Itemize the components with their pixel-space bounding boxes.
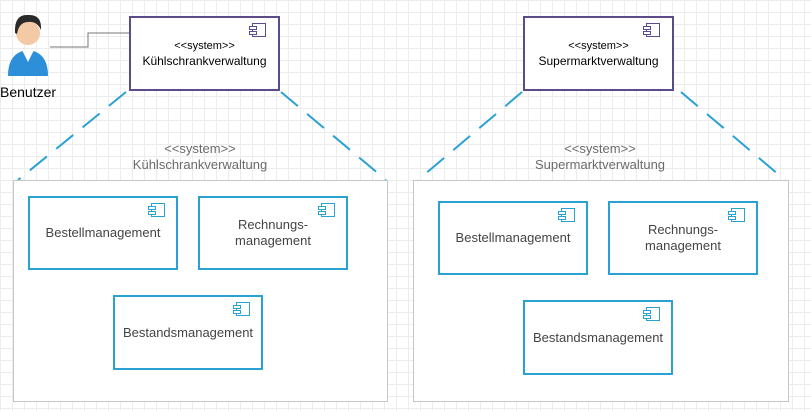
- system-stereotype: <<system>>: [174, 39, 235, 52]
- system-box-kuehlschrank[interactable]: <<system>> Kühlschrankverwaltung: [129, 16, 280, 91]
- component-bestellmanagement[interactable]: Bestellmanagement: [28, 196, 178, 270]
- component-icon: [728, 208, 748, 224]
- user-actor-icon: [8, 14, 48, 76]
- component-bestandsmanagement[interactable]: Bestandsmanagement: [523, 300, 673, 375]
- system-container-kuehlschrank[interactable]: Bestellmanagement Rechnungs- management …: [13, 180, 388, 402]
- component-rechnungsmanagement[interactable]: Rechnungs- management: [198, 196, 348, 270]
- component-icon: [318, 203, 338, 219]
- container-title-kuehlschrank: <<system>> Kühlschrankverwaltung: [90, 141, 310, 173]
- component-label: Rechnungs- management: [235, 217, 311, 248]
- system-name: Supermarktverwaltung: [538, 53, 659, 68]
- container-stereotype: <<system>>: [164, 141, 236, 156]
- system-name: Kühlschrankverwaltung: [142, 53, 267, 68]
- component-icon: [233, 302, 253, 318]
- component-label: Bestandsmanagement: [122, 324, 254, 340]
- actor-label: Benutzer: [0, 84, 57, 100]
- zoom-line-left-1: [17, 91, 127, 181]
- zoom-line-left-2: [417, 91, 523, 181]
- component-label: Bestellmanagement: [45, 225, 161, 240]
- component-rechnungsmanagement[interactable]: Rechnungs- management: [608, 201, 758, 275]
- component-label: Rechnungs- management: [645, 222, 721, 253]
- component-label: Bestellmanagement: [455, 230, 571, 245]
- system-box-supermarkt[interactable]: <<system>> Supermarktverwaltung: [523, 16, 674, 91]
- container-stereotype: <<system>>: [564, 141, 636, 156]
- zoom-line-right-2: [680, 91, 786, 181]
- component-icon: [643, 23, 663, 39]
- component-icon: [558, 208, 578, 224]
- component-bestandsmanagement[interactable]: Bestandsmanagement: [113, 295, 263, 370]
- component-bestellmanagement[interactable]: Bestellmanagement: [438, 201, 588, 275]
- actor-association-line: [50, 32, 129, 48]
- component-icon: [249, 23, 269, 39]
- container-title-supermarkt: <<system>> Supermarktverwaltung: [490, 141, 710, 173]
- component-icon: [643, 307, 663, 323]
- system-stereotype: <<system>>: [568, 39, 629, 52]
- zoom-line-right-1: [280, 91, 387, 181]
- container-name: Supermarktverwaltung: [534, 157, 666, 172]
- container-name: Kühlschrankverwaltung: [132, 157, 268, 172]
- system-container-supermarkt[interactable]: Bestellmanagement Rechnungs- management …: [413, 180, 789, 402]
- component-label: Bestandsmanagement: [532, 329, 664, 345]
- component-icon: [148, 203, 168, 219]
